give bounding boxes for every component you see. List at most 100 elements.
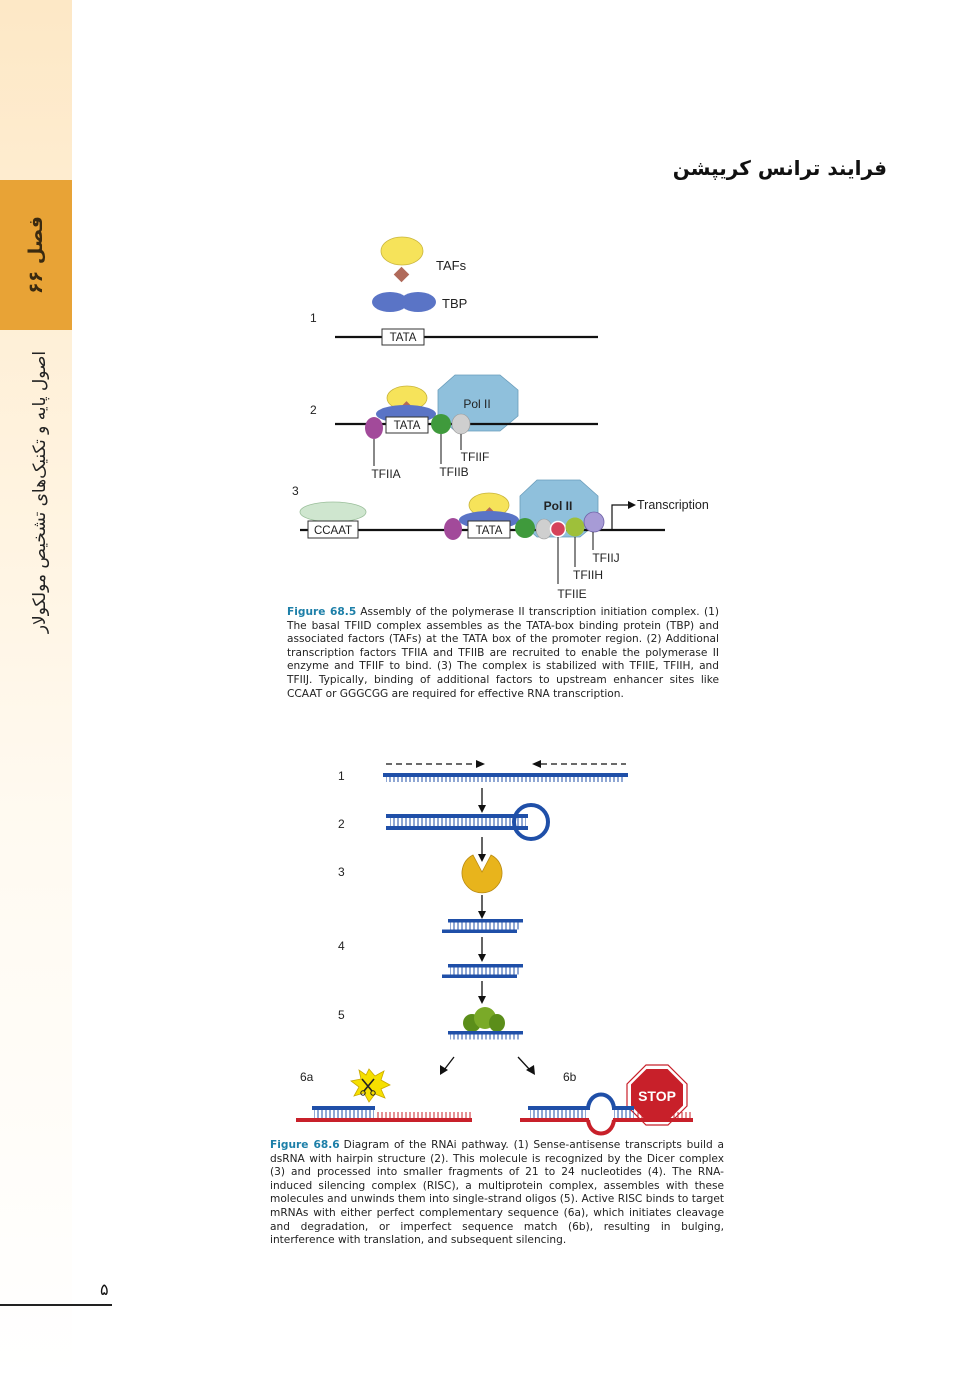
figure-68-6-text: Diagram of the RNAi pathway. (1) Sense-a… xyxy=(270,1139,724,1247)
tfiih-ball xyxy=(565,517,585,537)
scissors-ring-b xyxy=(370,1090,376,1096)
sirna-a-top xyxy=(448,919,523,923)
step-1-label: 1 xyxy=(310,311,317,325)
rnai-step-6b: 6b xyxy=(563,1070,577,1084)
hairpin-bottom-strand xyxy=(386,826,528,830)
mrna-strand-6b-left xyxy=(520,1118,589,1122)
chapter-tab xyxy=(0,180,72,330)
tata-label-1: TATA xyxy=(390,332,417,344)
tfiif-ball-2 xyxy=(451,413,471,435)
guide-strand-6b-left xyxy=(528,1106,590,1110)
tbp-lobe-right xyxy=(400,292,436,312)
guide-strand-6a xyxy=(312,1106,375,1110)
scissors-ring-a xyxy=(360,1090,366,1096)
transcription-label: Transcription xyxy=(637,498,709,512)
step-2-label: 2 xyxy=(310,403,317,417)
arrowhead-1-2 xyxy=(478,805,486,813)
page-heading: فرایند ترانس کریپشن xyxy=(672,156,887,180)
tata-box-3 xyxy=(467,520,511,539)
mrna-ticks-6b xyxy=(636,1112,692,1118)
tata-label-2: TATA xyxy=(394,420,421,432)
page-number: ۵ xyxy=(100,1280,109,1299)
rnai-step-1: 1 xyxy=(338,769,345,783)
ccaat-box xyxy=(307,520,359,539)
mrna-strand-6a xyxy=(296,1118,472,1122)
transcript-strand-1 xyxy=(383,773,628,777)
sirna-b-bottom xyxy=(442,974,517,978)
rnai-step-2: 2 xyxy=(338,817,345,831)
taf-ellipse xyxy=(380,236,424,266)
tfiia-ball-3 xyxy=(444,518,462,540)
tfiib-ball-3 xyxy=(515,518,535,538)
transcript-ticks-1 xyxy=(386,777,624,782)
transcription-arrow xyxy=(611,504,628,530)
risc-protein-3 xyxy=(489,1014,505,1032)
figure-68-5-number: Figure 68.5 xyxy=(287,606,357,618)
guide-ticks-6b-right xyxy=(614,1110,634,1118)
stop-sign-border xyxy=(626,1064,688,1126)
arrowhead-2-3 xyxy=(478,854,486,862)
tfiij-label: TFIIJ xyxy=(592,551,619,565)
sirna-a-ticks xyxy=(450,922,520,930)
stop-label: STOP xyxy=(638,1088,676,1104)
book-title: اصول پایه و تکنیک‌های تشخیص مولکولار xyxy=(20,342,60,642)
tbp-lobe-left xyxy=(372,292,408,312)
rnai-step-4: 4 xyxy=(338,939,345,953)
tfiih-label: TFIIH xyxy=(573,568,603,582)
risc-ticks xyxy=(450,1034,520,1040)
antisense-arrowhead xyxy=(532,760,541,768)
hairpin-ticks xyxy=(390,818,526,826)
figure-68-5-text: Assembly of the polymerase II transcript… xyxy=(287,606,720,700)
tafs-label: TAFs xyxy=(436,258,467,273)
transcription-arrowhead xyxy=(628,501,636,509)
chapter-text: فصل ۶۶ xyxy=(25,216,48,294)
arrowhead-3-4 xyxy=(478,911,486,919)
ccaat-factor xyxy=(299,501,367,523)
mrna-strand-6b-right xyxy=(613,1118,693,1122)
branch-arrowhead-6a xyxy=(440,1065,448,1075)
step-3-label: 3 xyxy=(292,484,299,498)
sirna-b-top xyxy=(448,964,523,968)
hairpin-loop xyxy=(512,803,550,841)
ccaat-label: CCAAT xyxy=(314,525,352,537)
taf-diamond xyxy=(393,266,410,283)
tfiie-ball xyxy=(549,520,567,538)
risc-strand xyxy=(448,1031,523,1035)
tfiia-ball-2 xyxy=(365,417,383,439)
page-number-rule xyxy=(0,1304,112,1306)
tfiij-ball xyxy=(583,511,605,533)
tfiia-label: TFIIA xyxy=(371,467,400,481)
book-title-text: اصول پایه و تکنیک‌های تشخیص مولکولار xyxy=(30,350,51,634)
rnai-step-6a: 6a xyxy=(300,1070,314,1084)
pol2-label-3: Pol II xyxy=(544,499,573,513)
sirna-a-bottom xyxy=(442,929,517,933)
guide-strand-6b-right xyxy=(612,1106,634,1110)
cleavage-star-icon xyxy=(350,1068,391,1103)
tata-box-1 xyxy=(381,328,425,346)
sense-arrowhead xyxy=(476,760,485,768)
tfiib-label: TFIIB xyxy=(439,465,468,479)
dicer-shape xyxy=(461,854,503,894)
guide-ticks-6b-left xyxy=(530,1110,586,1118)
bulge-red xyxy=(586,1119,616,1136)
branch-arrow-6a xyxy=(443,1056,455,1071)
tata-label-3: TATA xyxy=(476,525,503,537)
rnai-step-3: 3 xyxy=(338,865,345,879)
bulge-blue xyxy=(586,1092,616,1109)
mrna-ticks-6a xyxy=(376,1112,472,1118)
tbp-label: TBP xyxy=(442,296,467,311)
figure-assembly-diagram: 1 TAFs TBP TATA 2 Pol II TATA TFIIA TFII… xyxy=(292,236,709,601)
rnai-step-5: 5 xyxy=(338,1008,345,1022)
tfiib-ball-2 xyxy=(431,414,451,434)
tfiif-label: TFIIF xyxy=(461,450,490,464)
figure-rnai-diagram: 1 2 3 4 5 6a 6b xyxy=(296,760,693,1136)
tata-box-2 xyxy=(385,416,429,434)
arrowhead-4-5 xyxy=(478,996,486,1004)
scissors-icon xyxy=(361,1078,375,1092)
guide-ticks-6a xyxy=(314,1110,374,1118)
tfiie-label: TFIIE xyxy=(557,587,586,601)
sirna-b-ticks xyxy=(450,967,520,975)
tfiif-ball-3 xyxy=(535,518,553,540)
